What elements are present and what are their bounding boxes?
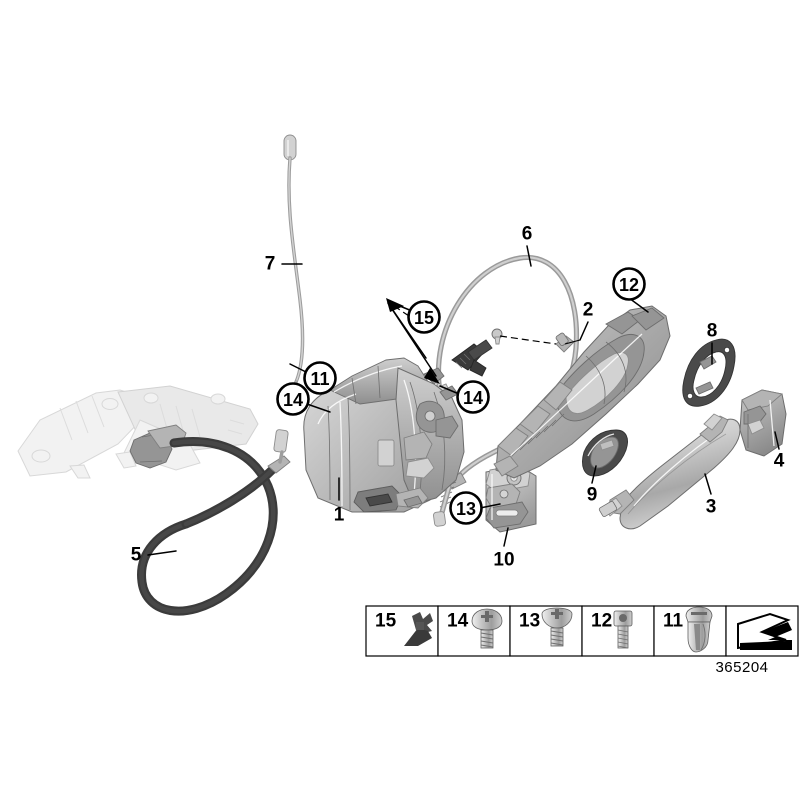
legend-item-11: 11 bbox=[653, 605, 727, 657]
part-lock-cylinder-cover bbox=[582, 429, 628, 477]
callout-9: 9 bbox=[587, 485, 598, 506]
torx-bolt-icon bbox=[613, 610, 633, 649]
callout-15: 15 bbox=[407, 300, 441, 334]
callout-11: 11 bbox=[303, 361, 337, 395]
callout-4: 4 bbox=[774, 451, 785, 472]
legend-item-14: 14 bbox=[437, 605, 511, 657]
legend-strip: 15 14 13 bbox=[365, 605, 799, 676]
callout-leader-lines bbox=[147, 245, 780, 556]
part-handle-end-cap bbox=[739, 389, 787, 457]
svg-text:11: 11 bbox=[310, 369, 329, 389]
legend-item-direction bbox=[725, 605, 799, 657]
callout-6: 6 bbox=[522, 224, 533, 245]
callout-12: 12 bbox=[612, 267, 646, 301]
callout-1: 1 bbox=[334, 505, 345, 526]
legend-number: 14 bbox=[447, 611, 469, 632]
callout-5: 5 bbox=[131, 545, 142, 566]
callout-14-right: 14 bbox=[456, 380, 490, 414]
legend-item-13: 13 bbox=[509, 605, 583, 657]
svg-text:12: 12 bbox=[619, 275, 639, 295]
countersunk-screw-icon bbox=[541, 607, 573, 647]
legend-number: 12 bbox=[591, 611, 612, 632]
legend-item-15: 15 bbox=[365, 605, 439, 657]
install-direction-arrow-icon bbox=[737, 612, 792, 650]
part-bowden-cable-inner bbox=[129, 424, 291, 616]
legend-number: 13 bbox=[519, 611, 540, 632]
part-lock-actuator-pin bbox=[451, 328, 503, 377]
callout-8: 8 bbox=[707, 321, 718, 342]
callout-7: 7 bbox=[265, 254, 276, 275]
svg-text:13: 13 bbox=[456, 499, 476, 519]
callout-10: 10 bbox=[493, 550, 514, 571]
legend-number: 15 bbox=[375, 611, 397, 632]
svg-text:14: 14 bbox=[283, 390, 303, 410]
retaining-clip-icon bbox=[404, 612, 433, 646]
svg-text:15: 15 bbox=[414, 308, 434, 328]
callout-13: 13 bbox=[449, 491, 483, 525]
pan-head-screw-icon bbox=[471, 608, 503, 649]
part-handle-gasket bbox=[682, 338, 736, 407]
callout-numbers: 1 2 3 4 5 6 7 8 9 10 11 12 13 14 14 bbox=[131, 224, 785, 571]
drawing-id: 365204 bbox=[715, 659, 768, 676]
svg-text:14: 14 bbox=[463, 388, 483, 408]
callout-14-left: 14 bbox=[276, 382, 310, 416]
part-handle-carrier bbox=[493, 305, 671, 479]
legend-item-12: 12 bbox=[581, 605, 655, 657]
legend-number: 11 bbox=[663, 611, 684, 632]
callout-3: 3 bbox=[706, 497, 717, 518]
expanding-rivet-icon bbox=[685, 606, 713, 653]
callout-2: 2 bbox=[583, 300, 594, 321]
